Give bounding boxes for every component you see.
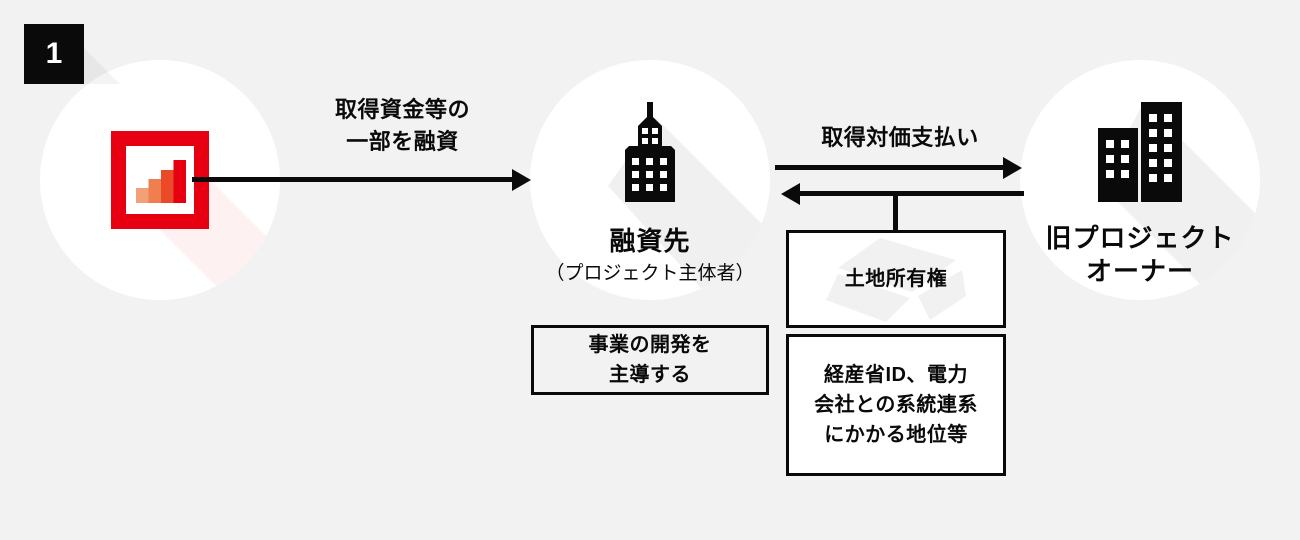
box-development-lead-text: 事業の開発を 主導する <box>588 334 712 386</box>
node-borrower: 融資先 （プロジェクト主体者） <box>530 60 770 300</box>
node-borrower-title: 融資先 <box>609 226 691 256</box>
box-grid-status-text: 経産省ID、電力 会社との系統連系 にかかる地位等 <box>814 364 978 446</box>
node-borrower-caption: 融資先 （プロジェクト主体者） <box>470 225 830 286</box>
node-former-owner: 旧プロジェクト オーナー <box>1020 60 1260 300</box>
arrow-label-loan: 取得資金等の 一部を融資 <box>334 97 470 154</box>
node-former-owner-caption: 旧プロジェクト オーナー <box>960 222 1300 287</box>
arrow-line-transfer <box>800 191 1024 196</box>
arrow-line-payment <box>775 165 1003 170</box>
node-borrower-subtitle: （プロジェクト主体者） <box>545 262 755 284</box>
arrow-line-loan <box>192 177 512 182</box>
arrow-head-payment-icon <box>1003 156 1022 179</box>
box-land-ownership: 土地所有権 <box>786 230 1006 328</box>
connector-transfer-to-assets <box>893 191 898 231</box>
box-grid-status: 経産省ID、電力 会社との系統連系 にかかる地位等 <box>786 334 1006 476</box>
tower-building-icon <box>530 60 770 342</box>
arrow-label-payment: 取得対価支払い <box>821 125 979 150</box>
box-development-lead: 事業の開発を 主導する <box>531 325 769 395</box>
two-buildings-icon <box>1020 60 1260 342</box>
land-plot-watermark-icon <box>826 238 966 322</box>
arrow-head-transfer-icon <box>781 182 800 205</box>
step-badge-shadow <box>84 48 120 84</box>
arrow-head-loan-icon <box>512 168 531 191</box>
box-land-ownership-text: 土地所有権 <box>844 268 948 290</box>
node-former-owner-title: 旧プロジェクト オーナー <box>1045 223 1235 286</box>
step-number-badge: 1 <box>24 24 84 84</box>
